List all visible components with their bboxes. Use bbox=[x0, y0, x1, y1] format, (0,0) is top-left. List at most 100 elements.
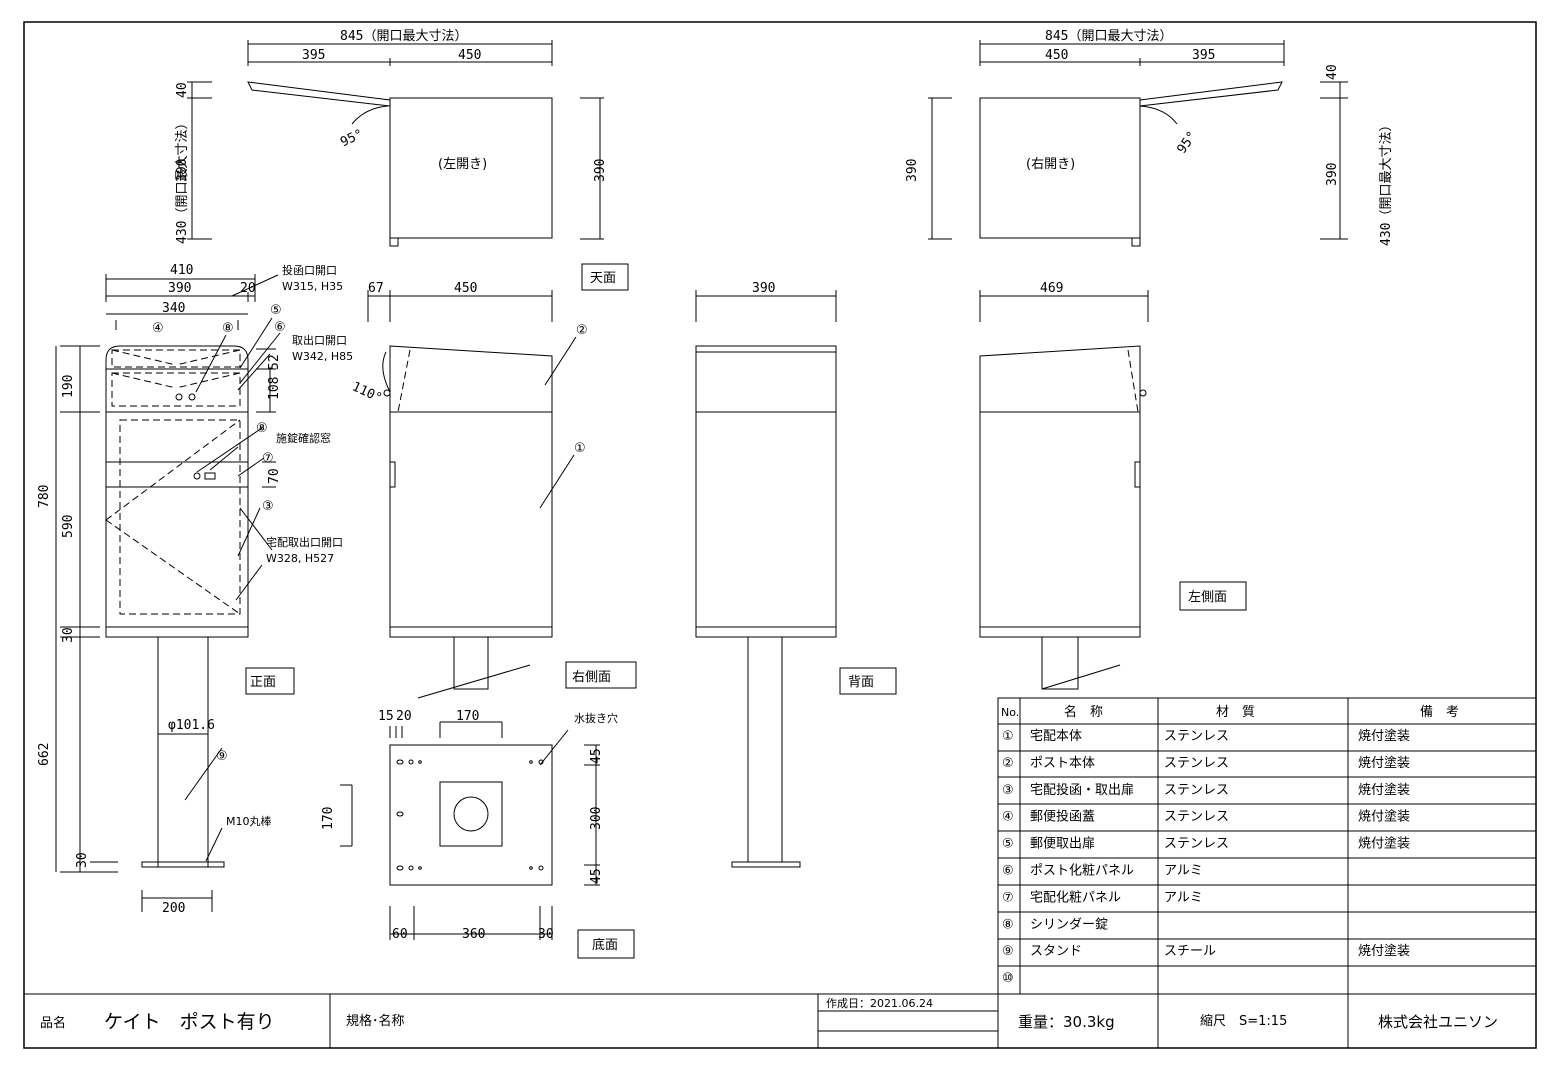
base-dim-200: 200 bbox=[162, 901, 185, 916]
bottom-dim-170-vertical: 170 bbox=[321, 807, 336, 830]
weight: 重量：30.3kg bbox=[1018, 1013, 1115, 1031]
row-no: ⑤ bbox=[1002, 837, 1014, 852]
row-material: ステンレス bbox=[1164, 810, 1229, 825]
note-slot-size: W315, H35 bbox=[282, 280, 343, 293]
parts-table: No. 名 称 材 質 備 考 bbox=[1001, 704, 1459, 720]
top-left-angle: 95° bbox=[338, 127, 366, 151]
row-remarks: 焼付塗装 bbox=[1358, 836, 1410, 852]
row-name: 宅配化粧パネル bbox=[1030, 890, 1121, 905]
bottom-dim-360: 360 bbox=[462, 927, 485, 942]
front-dim-70: 70 bbox=[267, 468, 282, 484]
mark-7: ⑦ bbox=[262, 451, 274, 466]
top-right-total-height: 430（開口最大寸法） bbox=[1379, 119, 1394, 246]
row-remarks: 焼付塗装 bbox=[1358, 943, 1410, 959]
note-outlet-opening: 取出口開口 bbox=[292, 333, 347, 347]
mark-4: ④ bbox=[152, 321, 164, 336]
created-date: 作成日：2021.06.24 bbox=[826, 997, 933, 1010]
top-right-angle: 95° bbox=[1174, 129, 1200, 157]
note-slot-opening: 投函口開口 bbox=[282, 263, 337, 277]
front-dim-30-bottom: 30 bbox=[75, 852, 90, 868]
mark-9: ⑨ bbox=[216, 749, 228, 764]
note-outlet-size: W342, H85 bbox=[292, 350, 353, 363]
top-left-dim-395: 395 bbox=[302, 48, 325, 63]
view-tag-top: 天面 bbox=[590, 271, 616, 286]
top-right-dim-450: 450 bbox=[1045, 48, 1068, 63]
row-material: ステンレス bbox=[1164, 783, 1229, 798]
table-header-material: 材 質 bbox=[1216, 705, 1255, 720]
row-material: アルミ bbox=[1164, 864, 1203, 879]
row-name: シリンダー錠 bbox=[1030, 917, 1108, 932]
row-no: ③ bbox=[1002, 783, 1014, 798]
mark-2: ② bbox=[576, 323, 588, 338]
front-dim-190: 190 bbox=[61, 375, 76, 398]
mark-3: ③ bbox=[262, 499, 274, 514]
note-delivery-size: W328, H527 bbox=[266, 552, 334, 565]
bottom-dim-170: 170 bbox=[456, 709, 479, 724]
top-left-label: (左開き) bbox=[438, 157, 487, 172]
front-dim-662: 662 bbox=[37, 743, 52, 766]
top-left-total-height: 430（開口最大寸法） bbox=[175, 117, 190, 244]
view-tag-back: 背面 bbox=[848, 675, 874, 690]
side-angle-110: 110° bbox=[350, 379, 385, 406]
view-tag-bottom: 底面 bbox=[592, 937, 618, 953]
front-dim-410: 410 bbox=[170, 263, 193, 278]
row-no: ⑦ bbox=[1002, 890, 1014, 905]
top-left-right-dim-390: 390 bbox=[593, 159, 608, 182]
row-no: ⑨ bbox=[1002, 944, 1014, 959]
product-name: ケイト ポスト有り bbox=[104, 1011, 275, 1033]
row-material: ステンレス bbox=[1164, 756, 1229, 771]
pipe-diameter: φ101.6 bbox=[168, 718, 215, 733]
scale: 縮尺 S=1:15 bbox=[1200, 1013, 1287, 1029]
top-right-dim-390: 390 bbox=[1325, 163, 1340, 186]
front-dim-780: 780 bbox=[37, 485, 52, 508]
bottom-dim-20: 20 bbox=[396, 709, 412, 724]
mark-1: ① bbox=[574, 441, 586, 456]
row-name: スタンド bbox=[1030, 944, 1082, 959]
row-name: ポスト本体 bbox=[1030, 756, 1095, 771]
row-no: ④ bbox=[1002, 810, 1014, 825]
bottom-dim-30: 30 bbox=[538, 927, 554, 942]
left-side-dim-469: 469 bbox=[1040, 281, 1063, 296]
row-name: 郵便取出扉 bbox=[1030, 836, 1095, 852]
mark-5: ⑤ bbox=[270, 303, 282, 318]
row-material: ステンレス bbox=[1164, 729, 1229, 744]
front-dim-20: 20 bbox=[240, 281, 256, 296]
row-material: アルミ bbox=[1164, 890, 1203, 905]
front-dim-390: 390 bbox=[168, 281, 191, 296]
mark-8-lock: ⑧ bbox=[256, 421, 268, 436]
side-dim-67: 67 bbox=[368, 281, 384, 296]
row-no: ⑩ bbox=[1002, 971, 1014, 986]
front-dim-30: 30 bbox=[61, 627, 76, 643]
row-no: ⑥ bbox=[1002, 864, 1014, 879]
bottom-dim-300: 300 bbox=[589, 807, 604, 830]
row-name: 宅配投函・取出扉 bbox=[1030, 782, 1134, 798]
top-left-dim-40: 40 bbox=[175, 82, 190, 98]
view-tag-left-side: 左側面 bbox=[1188, 590, 1227, 605]
view-tag-front: 正面 bbox=[250, 675, 276, 690]
view-tag-right-side: 右側面 bbox=[572, 670, 611, 685]
row-name: 郵便投函蓋 bbox=[1030, 809, 1095, 825]
front-dim-340: 340 bbox=[162, 301, 185, 316]
bottom-dim-15: 15 bbox=[378, 709, 394, 724]
side-dim-450: 450 bbox=[454, 281, 477, 296]
table-header-no: No. bbox=[1001, 706, 1019, 719]
note-drain-hole: 水抜き穴 bbox=[574, 711, 618, 725]
table-header-name: 名 称 bbox=[1064, 704, 1103, 720]
row-no: ② bbox=[1002, 756, 1014, 771]
row-remarks: 焼付塗装 bbox=[1358, 755, 1410, 771]
spec-label: 規格･名称 bbox=[346, 1013, 405, 1029]
row-name: ポスト化粧パネル bbox=[1030, 864, 1134, 879]
top-right-overall-dim: 845（開口最大寸法） bbox=[1045, 29, 1172, 44]
top-left-dim-450: 450 bbox=[458, 48, 481, 63]
row-material: ステンレス bbox=[1164, 837, 1229, 852]
top-left-overall-dim: 845（開口最大寸法） bbox=[340, 29, 467, 44]
bottom-dim-45-top: 45 bbox=[589, 748, 604, 764]
bottom-dim-45-bottom: 45 bbox=[589, 868, 604, 884]
table-header-remarks: 備 考 bbox=[1420, 704, 1459, 720]
top-right-dim-395: 395 bbox=[1192, 48, 1215, 63]
top-left-dim-390: 390 bbox=[175, 159, 190, 182]
front-dim-52: 52 bbox=[267, 354, 282, 370]
